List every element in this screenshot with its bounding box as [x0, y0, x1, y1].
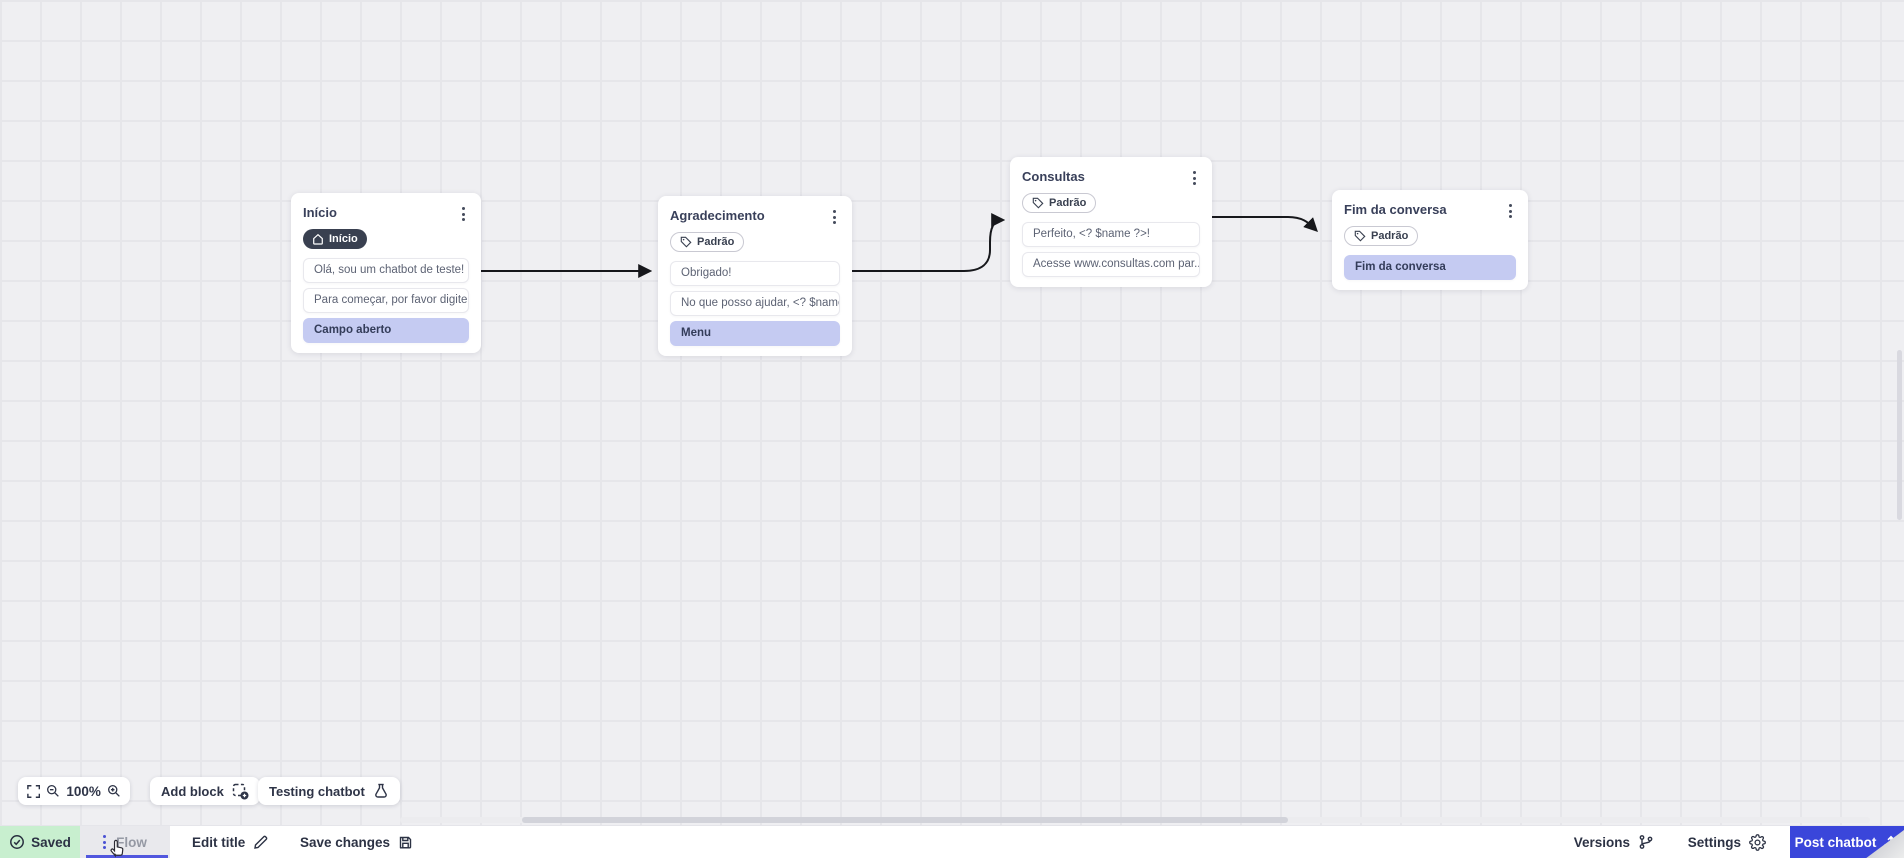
settings-label: Settings	[1687, 834, 1741, 850]
gear-icon	[1749, 833, 1766, 851]
node-message-row[interactable]: No que posso ajudar, <? $name ...	[670, 291, 840, 316]
zoom-level: 100%	[66, 783, 101, 799]
zoom-in-icon[interactable]	[107, 783, 121, 799]
zoom-out-icon[interactable]	[46, 783, 60, 799]
node-title: Início	[303, 205, 337, 220]
node-menu-icon[interactable]	[829, 208, 840, 226]
saved-label: Saved	[31, 834, 71, 850]
flow-node-agradecimento[interactable]: Agradecimento Padrão Obrigado! No que po…	[658, 196, 852, 356]
save-changes-label: Save changes	[300, 834, 391, 850]
flow-canvas[interactable]: Início Início Olá, sou um chatbot de tes…	[0, 0, 1904, 825]
add-block-icon	[232, 783, 249, 799]
badge-label: Padrão	[1049, 197, 1087, 209]
node-type-badge: Padrão	[1022, 193, 1097, 213]
edit-title-label: Edit title	[192, 834, 246, 850]
settings-button[interactable]: Settings	[1688, 826, 1766, 858]
testing-chatbot-label: Testing chatbot	[269, 783, 365, 799]
node-menu-icon[interactable]	[458, 205, 469, 223]
add-block-button[interactable]: Add block	[150, 777, 260, 805]
node-message-row[interactable]: Olá, sou um chatbot de teste!	[303, 258, 469, 283]
home-icon	[313, 233, 323, 245]
flow-edges	[481, 213, 1318, 278]
horizontal-scrollbar[interactable]	[522, 817, 1288, 823]
node-title: Consultas	[1022, 169, 1085, 184]
tag-icon	[1354, 230, 1366, 242]
node-menu-row[interactable]: Menu	[670, 321, 840, 346]
edge-agradecimento-to-consultas	[851, 213, 1006, 272]
tab-flow[interactable]: Flow	[80, 826, 170, 858]
node-message-row[interactable]: Obrigado!	[670, 261, 840, 286]
versions-button[interactable]: Versions	[1574, 826, 1654, 858]
testing-chatbot-button[interactable]: Testing chatbot	[258, 777, 400, 805]
post-chatbot-label: Post chatbot	[1794, 834, 1877, 850]
zoom-controls: 100%	[18, 777, 130, 805]
node-type-badge: Padrão	[1344, 226, 1419, 246]
node-title: Agradecimento	[670, 208, 765, 223]
active-tab-indicator	[86, 855, 168, 858]
add-block-label: Add block	[161, 783, 224, 799]
saved-status: Saved	[0, 826, 80, 858]
node-title: Fim da conversa	[1344, 202, 1447, 217]
vertical-scrollbar[interactable]	[1897, 350, 1902, 520]
badge-label: Padrão	[1371, 230, 1409, 242]
git-branch-icon	[1639, 835, 1653, 849]
node-type-badge: Padrão	[670, 232, 745, 252]
badge-label: Padrão	[697, 236, 735, 248]
pencil-icon	[254, 835, 268, 849]
flow-menu-icon[interactable]	[103, 835, 107, 849]
badge-label: Início	[329, 233, 358, 245]
node-message-row[interactable]: Para começar, por favor digite o ...	[303, 288, 469, 313]
flow-node-consultas[interactable]: Consultas Padrão Perfeito, <? $name ?>! …	[1010, 157, 1212, 287]
node-end-row[interactable]: Fim da conversa	[1344, 255, 1516, 280]
edit-title-button[interactable]: Edit title	[192, 826, 268, 858]
node-input-row[interactable]: Campo aberto	[303, 318, 469, 343]
flow-node-inicio[interactable]: Início Início Olá, sou um chatbot de tes…	[291, 193, 481, 353]
status-bar: Saved Flow Edit title Save changes Versi…	[0, 825, 1904, 858]
fullscreen-icon[interactable]	[27, 784, 41, 799]
edge-consultas-to-fim	[1211, 216, 1318, 232]
node-type-badge: Início	[303, 229, 367, 249]
tag-icon	[680, 236, 692, 248]
node-menu-icon[interactable]	[1505, 202, 1516, 220]
node-message-row[interactable]: Perfeito, <? $name ?>!	[1022, 222, 1200, 247]
check-circle-icon	[10, 835, 25, 849]
save-changes-button[interactable]: Save changes	[300, 826, 413, 858]
tag-icon	[1032, 197, 1044, 209]
node-message-row[interactable]: Acesse www.consultas.com par...	[1022, 252, 1200, 277]
flow-tab-label: Flow	[116, 834, 147, 850]
flask-icon	[374, 783, 387, 798]
versions-label: Versions	[1573, 834, 1630, 850]
node-menu-icon[interactable]	[1189, 169, 1200, 187]
flow-node-fim-da-conversa[interactable]: Fim da conversa Padrão Fim da conversa	[1332, 190, 1528, 290]
post-chatbot-button[interactable]: Post chatbot	[1790, 826, 1904, 858]
save-icon	[399, 836, 412, 849]
